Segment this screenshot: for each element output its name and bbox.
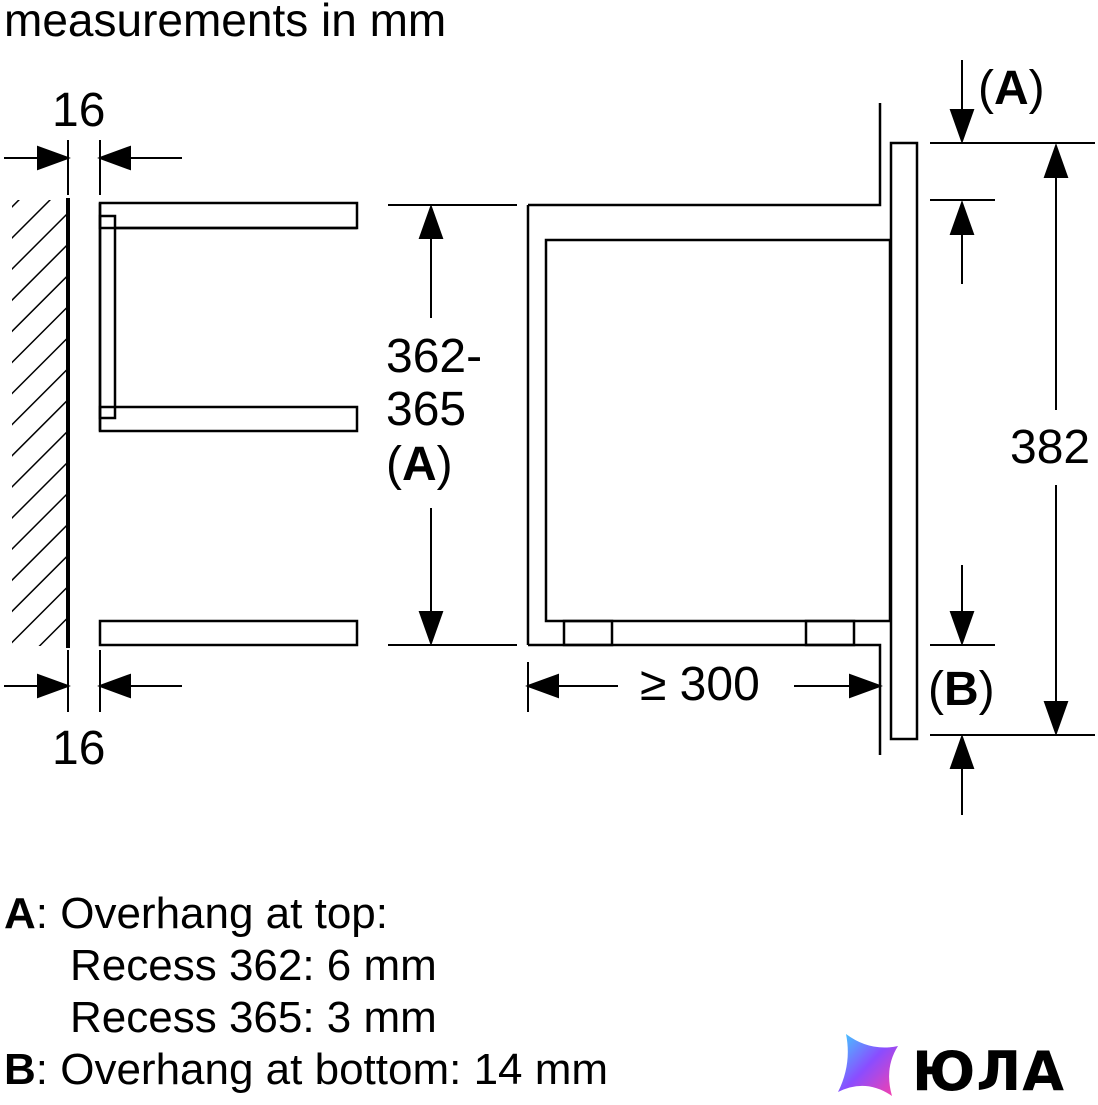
overhang-top-ref: (A): [978, 62, 1045, 115]
legend: A: Overhang at top: Recess 362: 6 mm Rec…: [4, 889, 608, 1094]
recess-height-label-2: 365: [386, 383, 466, 436]
total-height-label: 382: [1010, 421, 1090, 474]
logo-text: ЮЛА: [912, 1040, 1065, 1100]
overhang-bottom-ref-key: B: [944, 663, 979, 716]
appliance-side-view: [526, 103, 919, 755]
cabinet-section: [98, 201, 359, 647]
legend-a-text: : Overhang at top:: [36, 889, 388, 938]
wall-hatching: [12, 198, 70, 648]
overhang-top-ref-key: A: [994, 62, 1029, 115]
legend-a-key: A: [4, 889, 36, 938]
bottom-gap-label: 16: [52, 722, 105, 775]
overhang-bottom-dimension: [930, 565, 1095, 815]
recess-height-ref-key: A: [402, 438, 437, 491]
total-height-dimension: [1043, 143, 1069, 736]
bottom-gap-dimension: [4, 650, 182, 712]
top-gap-label: 16: [52, 84, 105, 137]
recess-height-dimension: [388, 204, 517, 646]
recess-height-label-1: 362-: [386, 330, 482, 383]
watermark-logo: ЮЛА: [838, 1034, 1065, 1103]
legend-b-line: B: Overhang at bottom: 14 mm: [4, 1045, 608, 1094]
top-gap-dimension: [4, 140, 182, 195]
legend-a-line3: Recess 365: 3 mm: [70, 993, 437, 1042]
overhang-bottom-ref: (B): [928, 663, 995, 716]
recess-height-ref: (A): [386, 438, 453, 491]
legend-b-key: B: [4, 1045, 36, 1094]
legend-a-line2: Recess 362: 6 mm: [70, 941, 437, 990]
legend-b-text: : Overhang at bottom: 14 mm: [36, 1045, 608, 1094]
depth-dimension: [525, 662, 883, 712]
depth-label: ≥ 300: [640, 658, 760, 711]
overhang-top-dimension: [930, 60, 1095, 284]
diagram-title: measurements in mm: [4, 0, 446, 46]
logo-star-icon: [838, 1034, 898, 1096]
legend-a-line1: A: Overhang at top:: [4, 889, 388, 938]
